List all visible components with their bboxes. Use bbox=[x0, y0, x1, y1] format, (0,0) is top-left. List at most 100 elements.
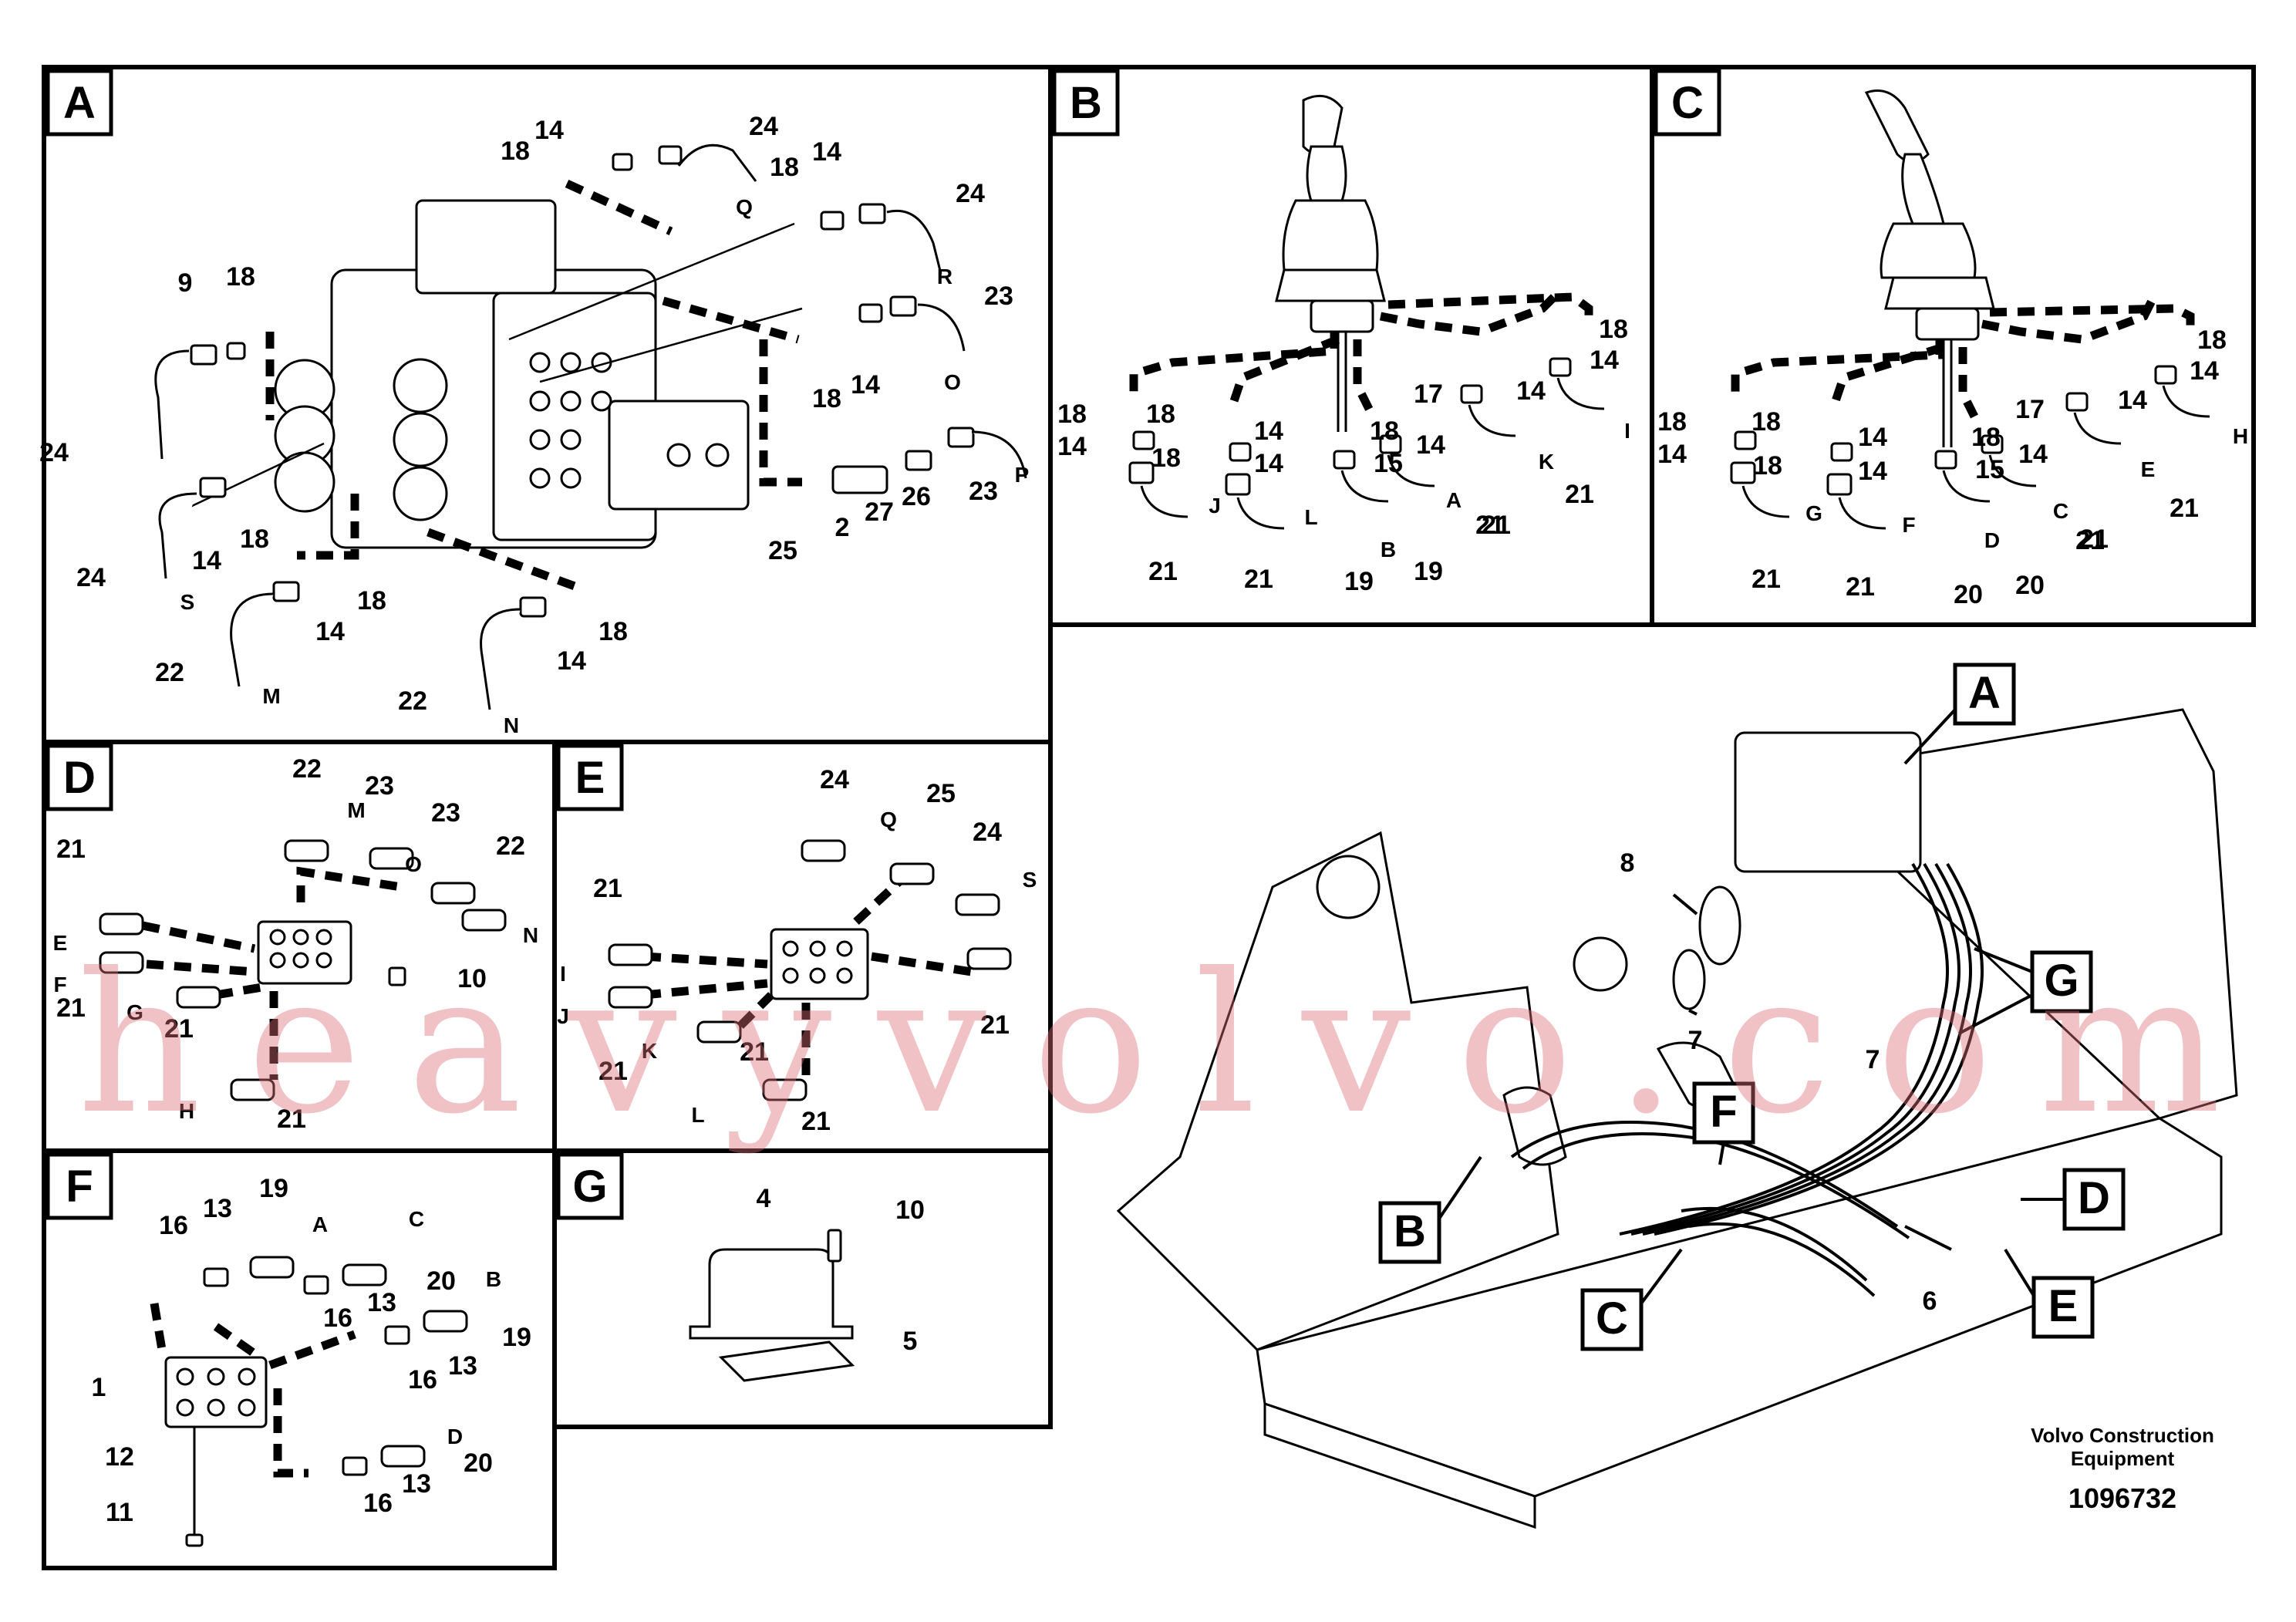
panel-e-port-letter-label: I bbox=[560, 962, 566, 986]
panel-frames bbox=[42, 65, 2256, 1570]
panel-f-part-number-label: 11 bbox=[106, 1498, 133, 1527]
panel-c-port-letter-label: H bbox=[2233, 424, 2248, 448]
panel-f-drawing bbox=[150, 1256, 468, 1547]
panel-b-part-number-label: 14 bbox=[1516, 376, 1546, 406]
callout-b: B bbox=[1378, 1201, 1441, 1264]
panel-d-part-number-label: 23 bbox=[431, 798, 460, 828]
panel-c-part-number-label: 21 bbox=[2079, 524, 2109, 554]
panel-a-part-number-label: 24 bbox=[749, 112, 778, 141]
panel-d-port-letter-label: F bbox=[53, 973, 66, 996]
panel-a-part-number-label: 24 bbox=[76, 563, 106, 592]
panel-c-port-letter-label: C bbox=[2053, 499, 2068, 523]
panel-a-port-letter-label: Q bbox=[736, 195, 753, 219]
panel-d-part-number-label: 23 bbox=[365, 771, 394, 801]
panel-c-part-number-label: 14 bbox=[1858, 423, 1887, 452]
panel-f-part-number-label: 19 bbox=[502, 1323, 531, 1352]
panel-c-part-number-label: 14 bbox=[2018, 440, 2048, 469]
panel-d-dashed-hoses bbox=[141, 866, 402, 1080]
panel-b-part-number-label: 14 bbox=[1254, 449, 1283, 478]
panel-b-part-number-label: 17 bbox=[1414, 379, 1443, 409]
callout-e: E bbox=[2031, 1276, 2095, 1339]
panel-c-part-number-label: 18 bbox=[1971, 423, 2001, 452]
panel-c-port-letter-label: E bbox=[2141, 457, 2156, 481]
panel-f-label: F bbox=[46, 1152, 113, 1220]
panel-e-port-letter-label: L bbox=[691, 1103, 704, 1127]
panel-f-part-number-label: 12 bbox=[105, 1442, 134, 1472]
panel-b-part-number-label: 18 bbox=[1057, 400, 1087, 429]
company-name-line2: Equipment bbox=[2071, 1447, 2175, 1470]
panel-b-frame bbox=[1048, 65, 1654, 627]
panel-a-part-number-label: 14 bbox=[534, 116, 564, 145]
panel-a-part-number-label: 23 bbox=[984, 282, 1013, 311]
panel-c-part-number-label: 21 bbox=[2075, 526, 2105, 555]
company-name-line1: Volvo Construction bbox=[2031, 1424, 2214, 1447]
panel-f-port-letter-label: C bbox=[409, 1207, 424, 1231]
panel-b-part-number-label: 15 bbox=[1374, 449, 1403, 478]
panel-d-hose-ends bbox=[99, 839, 507, 1101]
panel-d-part-number-label: 22 bbox=[292, 754, 322, 784]
panel-g-part-number-label: 5 bbox=[903, 1327, 918, 1356]
callout-g: G bbox=[2030, 950, 2093, 1013]
svg-text:F: F bbox=[1710, 1087, 1737, 1137]
panel-b-part-number-label: 21 bbox=[1475, 511, 1505, 540]
panel-f-part-number-label: 19 bbox=[259, 1174, 288, 1203]
panel-a-label: A bbox=[46, 69, 113, 137]
panel-c-part-number-label: 14 bbox=[2190, 356, 2219, 386]
panel-d-part-number-label: 21 bbox=[56, 993, 86, 1023]
panel-a-part-number-label: 18 bbox=[357, 586, 386, 615]
panel-a-port-letter-label: M bbox=[262, 684, 280, 708]
panel-b-part-number-label: 18 bbox=[1599, 315, 1628, 344]
panel-b-part-number-label: 14 bbox=[1057, 432, 1087, 461]
panel-b-port-letter-label: A bbox=[1446, 488, 1462, 512]
panel-a-part-number-label: 14 bbox=[192, 546, 221, 575]
overview-part-number-label: 7 bbox=[1866, 1045, 1880, 1074]
panel-a-part-number-label: 9 bbox=[178, 268, 193, 298]
panel-a-port-letter-label: O bbox=[944, 370, 961, 394]
panel-b-port-letter-label: J bbox=[1209, 494, 1221, 518]
panel-b-dashed-hoses bbox=[1129, 290, 1593, 419]
joystick-right-illustration bbox=[1864, 89, 1995, 447]
panel-c-part-number-label: 21 bbox=[1846, 572, 1875, 602]
svg-text:A: A bbox=[63, 78, 96, 128]
svg-text:A: A bbox=[1968, 668, 2001, 718]
panel-f-part-number-label: 13 bbox=[402, 1469, 431, 1499]
panel-b-part-number-label: 14 bbox=[1416, 430, 1445, 460]
control-valve-illustration bbox=[274, 199, 750, 549]
panel-f-fittings bbox=[203, 1256, 468, 1476]
panel-f-part-number-label: 16 bbox=[159, 1211, 188, 1240]
panel-c-part-number-label: 21 bbox=[1752, 565, 1781, 594]
svg-text:E: E bbox=[2048, 1281, 2079, 1331]
panel-c-part-number-label: 18 bbox=[1752, 407, 1781, 437]
panel-a-part-number-label: 24 bbox=[39, 438, 69, 467]
panel-e-label: E bbox=[556, 744, 624, 811]
panel-f-part-number-label: 13 bbox=[367, 1288, 396, 1317]
panel-f-port-letter-label: B bbox=[486, 1267, 501, 1291]
panel-f-part-number-label: 16 bbox=[323, 1303, 352, 1333]
panel-f-part-number-label: 20 bbox=[426, 1266, 456, 1296]
pad-illustration bbox=[718, 1340, 855, 1382]
panel-b-part-number-label: 14 bbox=[1590, 346, 1619, 375]
panel-c-port-letter-label: D bbox=[1984, 528, 2000, 552]
panel-d-port-letter-label: N bbox=[523, 923, 538, 947]
panel-e-part-number-label: 21 bbox=[598, 1057, 628, 1086]
panel-a-part-number-label: 14 bbox=[315, 617, 345, 646]
panel-e-hose-ends bbox=[608, 839, 1012, 1101]
bolt-illustration bbox=[827, 1229, 842, 1263]
panel-g-part-number-label: 4 bbox=[757, 1184, 771, 1213]
callout-d: D bbox=[2062, 1168, 2126, 1231]
panel-a-part-number-label: 14 bbox=[812, 137, 841, 167]
panel-a-part-number-label: 25 bbox=[768, 536, 797, 565]
panel-b-part-number-label: 18 bbox=[1370, 416, 1399, 446]
svg-text:E: E bbox=[575, 753, 605, 803]
panel-a-port-letter-label: P bbox=[1015, 463, 1030, 487]
svg-text:B: B bbox=[1394, 1206, 1426, 1256]
panel-d-drawing bbox=[99, 839, 507, 1101]
panel-a-part-number-label: 2 bbox=[835, 513, 850, 542]
panel-a-part-number-label: 22 bbox=[398, 686, 427, 716]
panel-a-part-number-label: 23 bbox=[969, 477, 998, 506]
panel-c-part-number-label: 18 bbox=[2197, 325, 2227, 355]
panel-c-port-letter-label: F bbox=[1902, 513, 1915, 537]
panel-f-part-number-label: 13 bbox=[448, 1351, 477, 1381]
panel-e-port-letter-label: K bbox=[642, 1039, 657, 1063]
